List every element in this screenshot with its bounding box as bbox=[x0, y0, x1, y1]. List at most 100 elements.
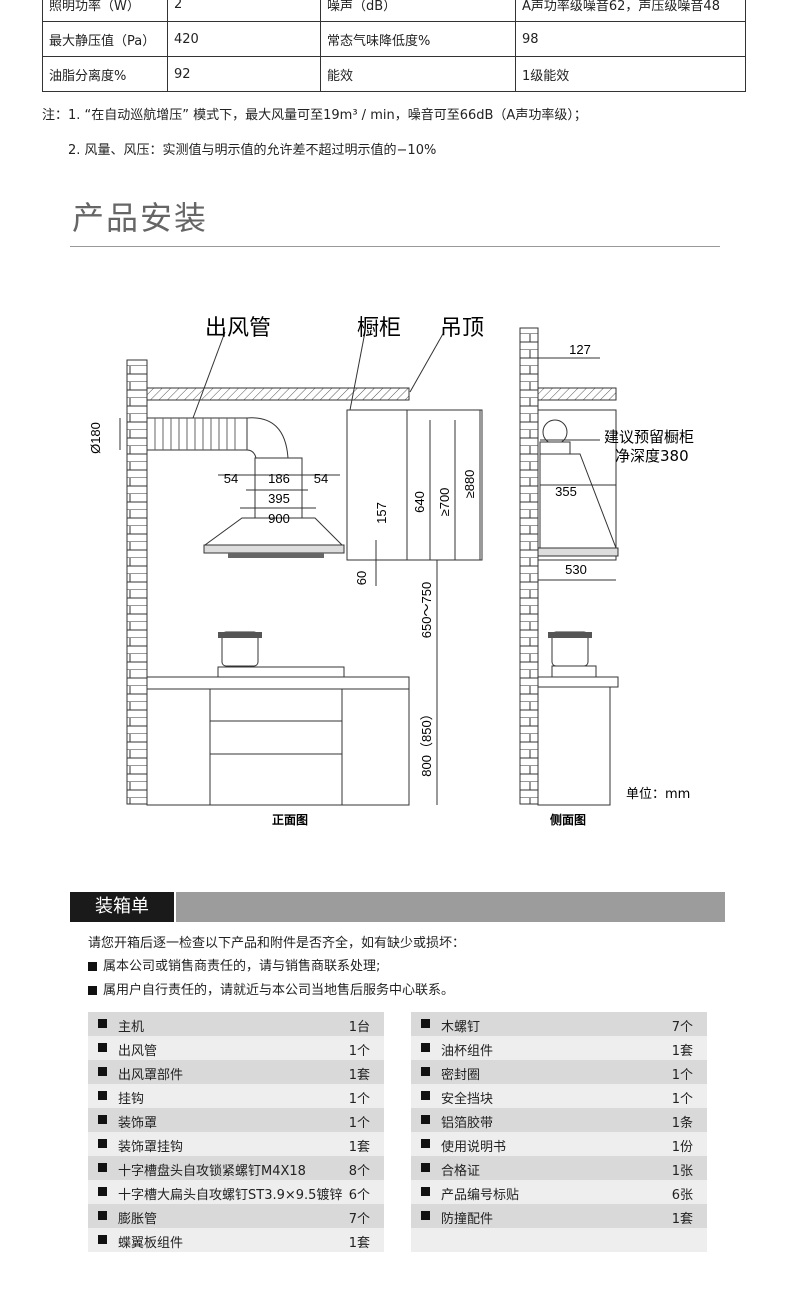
square-bullet-icon bbox=[421, 1091, 430, 1100]
front-view: Ø180 54 186 54 395 900 157 640 ≥700 ≥880… bbox=[88, 316, 484, 827]
square-bullet-icon bbox=[421, 1115, 430, 1124]
square-bullet-icon bbox=[98, 1235, 107, 1244]
square-bullet-icon bbox=[98, 1019, 107, 1028]
leader-cabinet bbox=[349, 331, 366, 411]
square-bullet-icon bbox=[98, 1163, 107, 1172]
item-name: 合格证 bbox=[441, 1164, 481, 1179]
square-bullet-icon bbox=[88, 986, 97, 995]
leader-duct bbox=[192, 331, 226, 419]
item-name: 密封圈 bbox=[441, 1068, 481, 1083]
spec-cell: 420 bbox=[167, 21, 321, 57]
install-title: 产品安装 bbox=[72, 199, 209, 237]
hood-panel bbox=[203, 544, 345, 554]
spec-cell: 噪声（dB） bbox=[320, 0, 516, 22]
item-name: 出风管 bbox=[118, 1044, 158, 1059]
packing-bullet-text: 属本公司或销售商责任的，请与销售商联系处理; bbox=[103, 959, 381, 974]
packing-bullet-2: 属用户自行责任的，请就近与本公司当地售后服务中心联系。 bbox=[88, 979, 454, 998]
dim-800: 800（850） bbox=[419, 707, 434, 776]
note-2: 2. 风量、风压：实测值与明示值的允许差不超过明示值的−10% bbox=[68, 143, 437, 158]
item-qty: 1套 bbox=[348, 1068, 370, 1083]
side-view: 127 355 530 建议预留橱柜 净深度380 单位：mm 侧面图 bbox=[519, 327, 694, 827]
square-bullet-icon bbox=[98, 1067, 107, 1076]
dim-54b: 54 bbox=[314, 471, 328, 486]
item-name: 防撞配件 bbox=[441, 1212, 494, 1227]
spec-cell: 油脂分离度% bbox=[42, 56, 168, 92]
dim-395: 395 bbox=[268, 491, 290, 506]
packing-bullet-1: 属本公司或销售商责任的，请与销售商联系处理; bbox=[88, 955, 380, 974]
leader-ceiling bbox=[409, 331, 445, 393]
dim-640: 640 bbox=[412, 491, 427, 513]
item-qty: 1个 bbox=[348, 1092, 370, 1107]
dim-355: 355 bbox=[555, 484, 577, 499]
square-bullet-icon bbox=[421, 1211, 430, 1220]
list-item: 挂钩 1个 bbox=[88, 1084, 384, 1108]
item-name: 铝箔胶带 bbox=[441, 1116, 494, 1131]
label-front-view: 正面图 bbox=[272, 813, 308, 827]
duct bbox=[146, 417, 248, 451]
dim-157: 157 bbox=[374, 502, 389, 524]
spec-cell: 98 bbox=[515, 21, 746, 57]
hood-bottom bbox=[228, 553, 324, 558]
dim-700: ≥700 bbox=[437, 488, 452, 517]
spec-cell: 照明功率（W） bbox=[42, 0, 168, 22]
list-item: 十字槽盘头自攻锁紧螺钉M4X18 8个 bbox=[88, 1156, 384, 1180]
item-name: 挂钩 bbox=[118, 1092, 145, 1107]
packing-bullet-text: 属用户自行责任的，请就近与本公司当地售后服务中心联系。 bbox=[103, 983, 455, 998]
item-qty: 1套 bbox=[348, 1140, 370, 1155]
side-counter bbox=[537, 676, 619, 688]
title-divider bbox=[70, 246, 720, 247]
item-name: 装饰罩 bbox=[118, 1116, 158, 1131]
installation-diagram: Ø180 54 186 54 395 900 157 640 ≥700 ≥880… bbox=[88, 316, 694, 827]
square-bullet-icon bbox=[421, 1139, 430, 1148]
item-name: 木螺钉 bbox=[441, 1020, 481, 1035]
item-name: 十字槽盘头自攻锁紧螺钉M4X18 bbox=[118, 1164, 306, 1179]
dim-d180: Ø180 bbox=[88, 422, 103, 454]
item-name: 十字槽大扁头自攻螺钉ST3.9×9.5镀锌 bbox=[118, 1188, 343, 1203]
dim-127: 127 bbox=[569, 342, 591, 357]
square-bullet-icon bbox=[98, 1139, 107, 1148]
spec-cell: 92 bbox=[167, 56, 321, 92]
label-side-view: 侧面图 bbox=[550, 812, 586, 827]
dim-54a: 54 bbox=[224, 471, 238, 486]
square-bullet-icon bbox=[98, 1211, 107, 1220]
item-qty: 1个 bbox=[348, 1044, 370, 1059]
front-ceiling bbox=[146, 387, 410, 401]
square-bullet-icon bbox=[98, 1115, 107, 1124]
square-bullet-icon bbox=[98, 1187, 107, 1196]
drawers bbox=[209, 688, 343, 806]
item-qty: 1台 bbox=[348, 1020, 370, 1035]
item-qty: 1套 bbox=[671, 1212, 693, 1227]
item-qty: 1个 bbox=[671, 1092, 693, 1107]
pot-lid bbox=[218, 632, 262, 638]
side-base bbox=[537, 686, 611, 806]
item-qty: 1套 bbox=[671, 1044, 693, 1059]
square-bullet-icon bbox=[88, 962, 97, 971]
spec-cell: 常态气味降低度% bbox=[320, 21, 516, 57]
dim-900: 900 bbox=[268, 511, 290, 526]
item-qty: 8个 bbox=[348, 1164, 370, 1179]
hood-chimney bbox=[254, 457, 303, 519]
label-ceiling: 吊顶 bbox=[440, 316, 484, 341]
front-brick-wall bbox=[126, 359, 148, 805]
label-cabinet: 橱柜 bbox=[357, 316, 401, 341]
stove bbox=[217, 666, 345, 678]
item-name: 蝶翼板组件 bbox=[118, 1236, 184, 1251]
spec-cell: 2 bbox=[167, 0, 321, 22]
item-qty: 1张 bbox=[671, 1164, 693, 1179]
item-qty: 6张 bbox=[671, 1188, 693, 1203]
